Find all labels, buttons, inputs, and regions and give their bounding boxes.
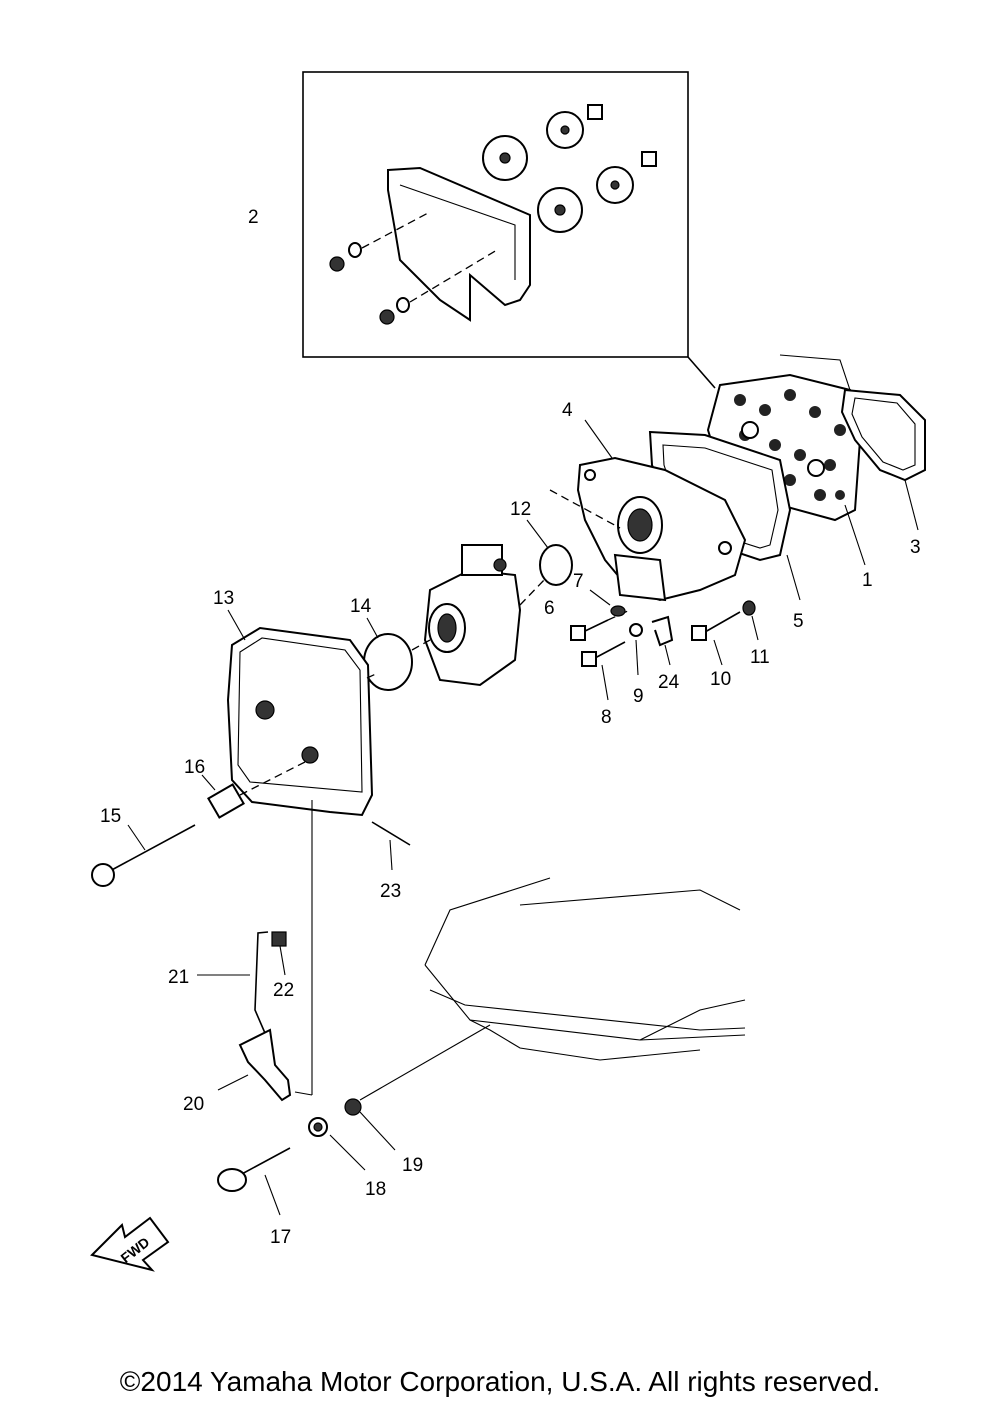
- part-19-washer: [344, 1024, 491, 1151]
- part-9-washer: [629, 623, 643, 676]
- callout-5: 5: [793, 611, 804, 632]
- fwd-direction-arrow: FWD: [90, 1216, 170, 1272]
- callout-19: 19: [402, 1155, 423, 1176]
- part-11-washer: [742, 600, 759, 641]
- callout-1: 1: [862, 570, 873, 591]
- part-17-choke-knob: [217, 1147, 291, 1216]
- part-14-o-ring: [363, 633, 413, 691]
- callout-22: 22: [273, 980, 294, 1001]
- callout-8: 8: [601, 707, 612, 728]
- part-4-intake-manifold: [549, 419, 747, 602]
- callout-23: 23: [380, 881, 401, 902]
- callout-11: 11: [750, 647, 770, 668]
- callout-12: 12: [510, 499, 531, 520]
- part-6-bolt: [570, 609, 631, 641]
- reed-valve-inset: [302, 71, 716, 389]
- callout-16: 16: [184, 757, 205, 778]
- callout-2: 2: [248, 207, 259, 228]
- part-23-pin: [371, 821, 411, 871]
- part-24-clip: [651, 615, 674, 666]
- callout-17: 17: [270, 1227, 291, 1248]
- callout-9: 9: [633, 686, 644, 707]
- callout-13: 13: [213, 588, 234, 609]
- part-22-clip: [271, 931, 287, 976]
- part-16-spacer: [201, 761, 306, 819]
- part-7-washer: [589, 589, 626, 617]
- copyright-notice: ©2014 Yamaha Motor Corporation, U.S.A. A…: [119, 1366, 881, 1397]
- callout-24: 24: [658, 672, 680, 693]
- callout-3: 3: [910, 537, 921, 558]
- callout-4: 4: [562, 400, 573, 421]
- part-13-air-silencer-cover: [226, 609, 379, 817]
- part-15-bolt: [91, 824, 196, 887]
- callout-7: 7: [573, 571, 584, 592]
- callout-15: 15: [100, 806, 121, 827]
- part-10-bolt: [691, 611, 741, 666]
- part-18-nut: [308, 1117, 366, 1171]
- callout-20: 20: [183, 1094, 204, 1115]
- part-3-gasket: [779, 354, 926, 531]
- part-12-o-ring: [539, 544, 573, 586]
- hull-outline: [424, 877, 746, 1061]
- callout-6: 6: [544, 598, 555, 619]
- part-20-choke-lever: [217, 800, 313, 1102]
- carburetor: [423, 544, 547, 687]
- part-8-bolt: [581, 641, 626, 701]
- exploded-parts-diagram: FWD 1 2 3 4 5 6 7 8 9 10 11 12 13 14 15 …: [90, 71, 926, 1272]
- callout-18: 18: [365, 1179, 386, 1200]
- callout-10: 10: [710, 669, 731, 690]
- callout-21: 21: [168, 967, 189, 988]
- callout-labels: 1 2 3 4 5 6 7 8 9 10 11 12 13 14 15 16 1…: [100, 207, 921, 1248]
- callout-14: 14: [350, 596, 372, 617]
- part-21-choke-rod: [197, 931, 269, 1041]
